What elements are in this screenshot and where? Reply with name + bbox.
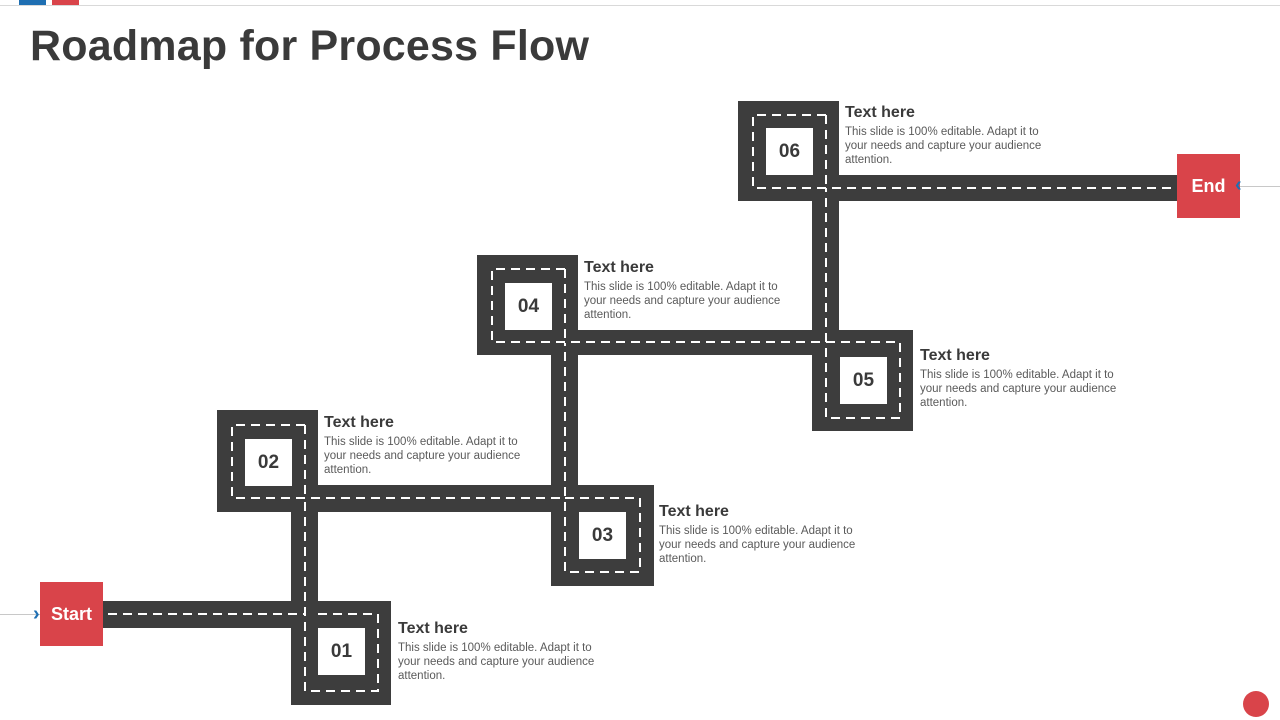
step-text-04: Text here This slide is 100% editable. A… (584, 259, 784, 322)
step-heading: Text here (324, 414, 394, 431)
step-body: This slide is 100% editable. Adapt it to… (845, 126, 1042, 166)
step-heading: Text here (659, 503, 729, 520)
step-heading: Text here (920, 347, 990, 364)
circle-icon (1243, 691, 1269, 717)
top-divider (0, 5, 1280, 6)
step-text-03: Text here This slide is 100% editable. A… (659, 503, 859, 566)
step-number-03: 03 (579, 512, 626, 559)
step-heading: Text here (398, 620, 468, 637)
step-body: This slide is 100% editable. Adapt it to… (584, 281, 781, 321)
step-body: This slide is 100% editable. Adapt it to… (324, 436, 521, 476)
step-body: This slide is 100% editable. Adapt it to… (398, 642, 595, 682)
end-box: End (1177, 154, 1240, 218)
step-body: This slide is 100% editable. Adapt it to… (920, 369, 1117, 409)
step-text-01: Text here This slide is 100% editable. A… (398, 620, 598, 683)
step-number-06: 06 (766, 128, 813, 175)
accent-tab-red (52, 0, 79, 5)
step-number-04: 04 (505, 283, 552, 330)
start-box: Start (40, 582, 103, 646)
chevron-left-icon: ‹ (1235, 174, 1242, 196)
step-number-02: 02 (245, 439, 292, 486)
step-text-02: Text here This slide is 100% editable. A… (324, 414, 524, 477)
start-connector-line (0, 614, 40, 615)
page-title: Roadmap for Process Flow (30, 22, 590, 70)
chevron-right-icon: › (33, 603, 40, 625)
step-text-06: Text here This slide is 100% editable. A… (845, 104, 1045, 167)
step-heading: Text here (584, 259, 654, 276)
step-number-05: 05 (840, 357, 887, 404)
end-connector-line (1240, 186, 1280, 187)
step-heading: Text here (845, 104, 915, 121)
step-number-01: 01 (318, 628, 365, 675)
accent-tab-blue (19, 0, 46, 5)
step-body: This slide is 100% editable. Adapt it to… (659, 525, 856, 565)
step-text-05: Text here This slide is 100% editable. A… (920, 347, 1120, 410)
